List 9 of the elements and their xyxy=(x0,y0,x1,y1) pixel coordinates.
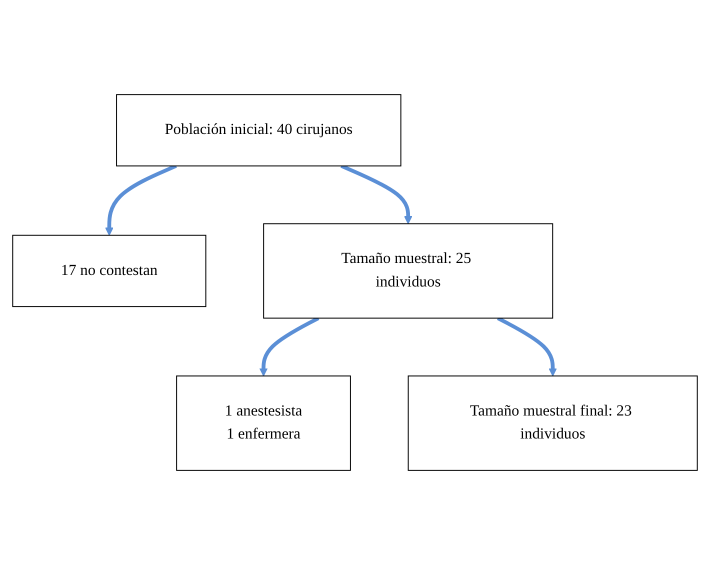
node-box: Población inicial: 40 cirujanos xyxy=(116,94,402,166)
node-box: Tamaño muestral: 25 individuos xyxy=(263,223,554,319)
arrow xyxy=(105,164,177,236)
node-box: 17 no contestan xyxy=(12,234,206,308)
node-box: Tamaño muestral final: 23 individuos xyxy=(408,375,698,471)
arrow xyxy=(340,164,412,224)
node-box: 1 anestesista 1 enfermera xyxy=(176,375,351,471)
arrow xyxy=(496,316,557,376)
arrow xyxy=(259,316,320,376)
